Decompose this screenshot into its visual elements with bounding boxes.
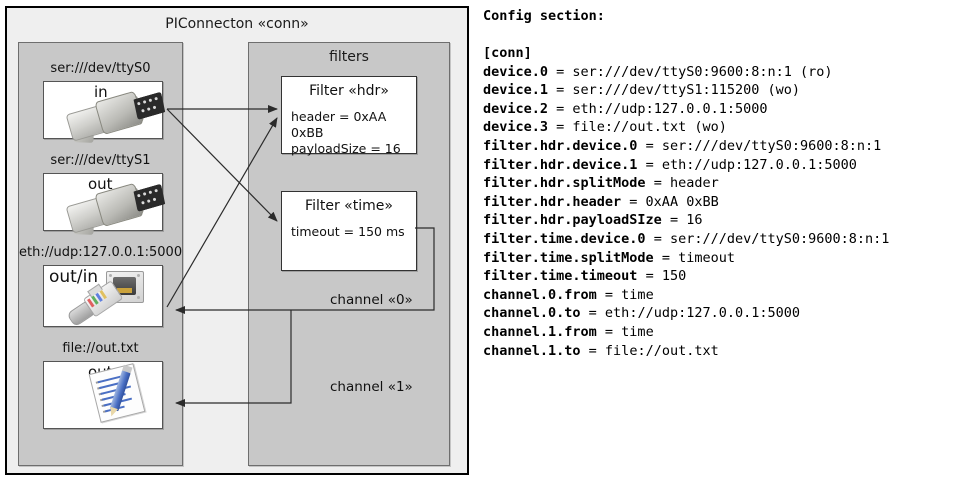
device-direction-eth: out/in	[49, 267, 99, 287]
config-line-key: filter.hdr.splitMode	[483, 175, 646, 192]
text-file-icon	[88, 363, 146, 423]
config-line: filter.time.device.0 = ser:///dev/ttyS0:…	[483, 230, 889, 249]
config-line-value: = eth://udp:127.0.0.1:5000	[548, 100, 768, 117]
config-line-value: = header	[645, 175, 719, 192]
config-line-key: device.2	[483, 100, 549, 117]
config-line-value: = ser:///dev/ttyS0:9600:8:n:1	[645, 230, 890, 247]
filters-group: filters Filter «hdr» header = 0xAA 0xBB …	[248, 42, 450, 466]
device-label-eth: eth://udp:127.0.0.1:5000	[19, 245, 183, 260]
config-line-key: filter.time.device.0	[483, 230, 646, 247]
config-line: filter.hdr.header = 0xAA 0xBB	[483, 193, 889, 212]
config-line: filter.time.timeout = 150	[483, 267, 889, 286]
config-line: filter.hdr.device.1 = eth://udp:127.0.0.…	[483, 156, 889, 175]
device-box-file[interactable]: out	[43, 361, 163, 429]
config-line: device.1 = ser:///dev/ttyS1:115200 (wo)	[483, 81, 889, 100]
device-direction-ttys0: in	[94, 83, 108, 101]
config-section-body: [conn] device.0 = ser:///dev/ttyS0:9600:8…	[483, 44, 889, 360]
device-label-ttys1: ser:///dev/ttyS1	[50, 153, 151, 168]
config-line-key: filter.hdr.device.0	[483, 137, 638, 154]
config-line-value: = ser:///dev/ttyS0:9600:8:n:1 (ro)	[548, 63, 833, 80]
device-box-eth[interactable]: out/in	[43, 265, 163, 328]
serial-db9-icon	[64, 181, 146, 240]
config-line-value: = eth://udp:127.0.0.1:5000	[580, 305, 800, 322]
config-line-value: = file://out.txt	[580, 342, 719, 359]
config-line-key: filter.hdr.header	[483, 193, 622, 210]
config-line-key: [conn]	[483, 45, 532, 61]
config-line-key: channel.1.to	[483, 342, 581, 359]
channel-label-1: channel «1»	[330, 379, 413, 395]
config-line-value: = eth://udp:127.0.0.1:5000	[637, 156, 857, 173]
filter-box-hdr[interactable]: Filter «hdr» header = 0xAA 0xBB payloadS…	[281, 76, 417, 157]
connection-diagram: PIConnecton «conn» ser:///dev/ttyS0 in	[0, 0, 478, 484]
config-line-key: filter.time.timeout	[483, 268, 638, 285]
config-section-title: Config section:	[483, 8, 605, 24]
config-line: channel.0.from = time	[483, 286, 889, 305]
device-label-file: file://out.txt	[62, 341, 139, 356]
device-label-ttys0: ser:///dev/ttyS0	[50, 61, 151, 76]
config-line-value: = 150	[637, 268, 687, 285]
config-line: device.3 = file://out.txt (wo)	[483, 118, 889, 137]
serial-db9-icon	[64, 89, 146, 148]
filter-box-time[interactable]: Filter «time» timeout = 150 ms	[281, 191, 417, 271]
config-line-value: = time	[596, 286, 654, 303]
device-direction-ttys1: out	[88, 175, 113, 193]
config-line-key: channel.0.to	[483, 305, 581, 322]
config-line: channel.1.from = time	[483, 323, 889, 342]
config-line: channel.1.to = file://out.txt	[483, 342, 889, 361]
page-title: PIConnecton «conn»	[165, 16, 309, 32]
config-line-value: = ser:///dev/ttyS1:115200 (wo)	[548, 82, 800, 99]
device-box-ttys0[interactable]: in	[43, 81, 163, 143]
config-line: filter.hdr.splitMode = header	[483, 174, 889, 193]
config-section: Config section: [conn] device.0 = ser:///…	[481, 0, 964, 484]
filter-title-time: Filter «time»	[305, 198, 393, 214]
config-line-key: device.3	[483, 119, 549, 136]
filter-props-time: timeout = 150 ms	[291, 224, 405, 240]
config-line-key: device.1	[483, 82, 549, 99]
filter-prop: timeout = 150 ms	[291, 224, 405, 239]
config-line: filter.time.splitMode = timeout	[483, 249, 889, 268]
channel-label-0: channel «0»	[330, 292, 413, 308]
config-line-value: = ser:///dev/ttyS0:9600:8:n:1	[637, 137, 882, 154]
config-line: filter.hdr.device.0 = ser:///dev/ttyS0:9…	[483, 137, 889, 156]
config-line-value: = timeout	[653, 249, 735, 266]
filter-prop: header = 0xAA 0xBB	[291, 109, 387, 140]
config-line-key: filter.hdr.device.1	[483, 156, 638, 173]
config-line-value: = file://out.txt (wo)	[548, 119, 727, 136]
config-line: filter.hdr.payloadSIze = 16	[483, 211, 889, 230]
config-line: device.0 = ser:///dev/ttyS0:9600:8:n:1 (…	[483, 63, 889, 82]
config-line-key: device.0	[483, 63, 549, 80]
device-box-ttys1[interactable]: out	[43, 173, 163, 235]
config-line-value: = 0xAA 0xBB	[621, 193, 719, 210]
config-line-key: filter.time.splitMode	[483, 249, 654, 266]
config-line-key: channel.0.from	[483, 286, 597, 303]
config-line-value: = 16	[661, 212, 703, 229]
filter-prop: payloadSize = 16	[291, 141, 401, 156]
config-line-key: channel.1.from	[483, 323, 597, 340]
config-line-key: filter.hdr.payloadSIze	[483, 212, 662, 229]
filters-group-title: filters	[329, 49, 369, 65]
config-line: channel.0.to = eth://udp:127.0.0.1:5000	[483, 304, 889, 323]
filter-title-hdr: Filter «hdr»	[309, 83, 389, 99]
config-line: [conn]	[483, 44, 889, 63]
filter-props-hdr: header = 0xAA 0xBB payloadSize = 16	[291, 109, 416, 157]
devices-group: ser:///dev/ttyS0 in	[18, 42, 183, 466]
config-line: device.2 = eth://udp:127.0.0.1:5000	[483, 100, 889, 119]
config-line-value: = time	[596, 323, 654, 340]
